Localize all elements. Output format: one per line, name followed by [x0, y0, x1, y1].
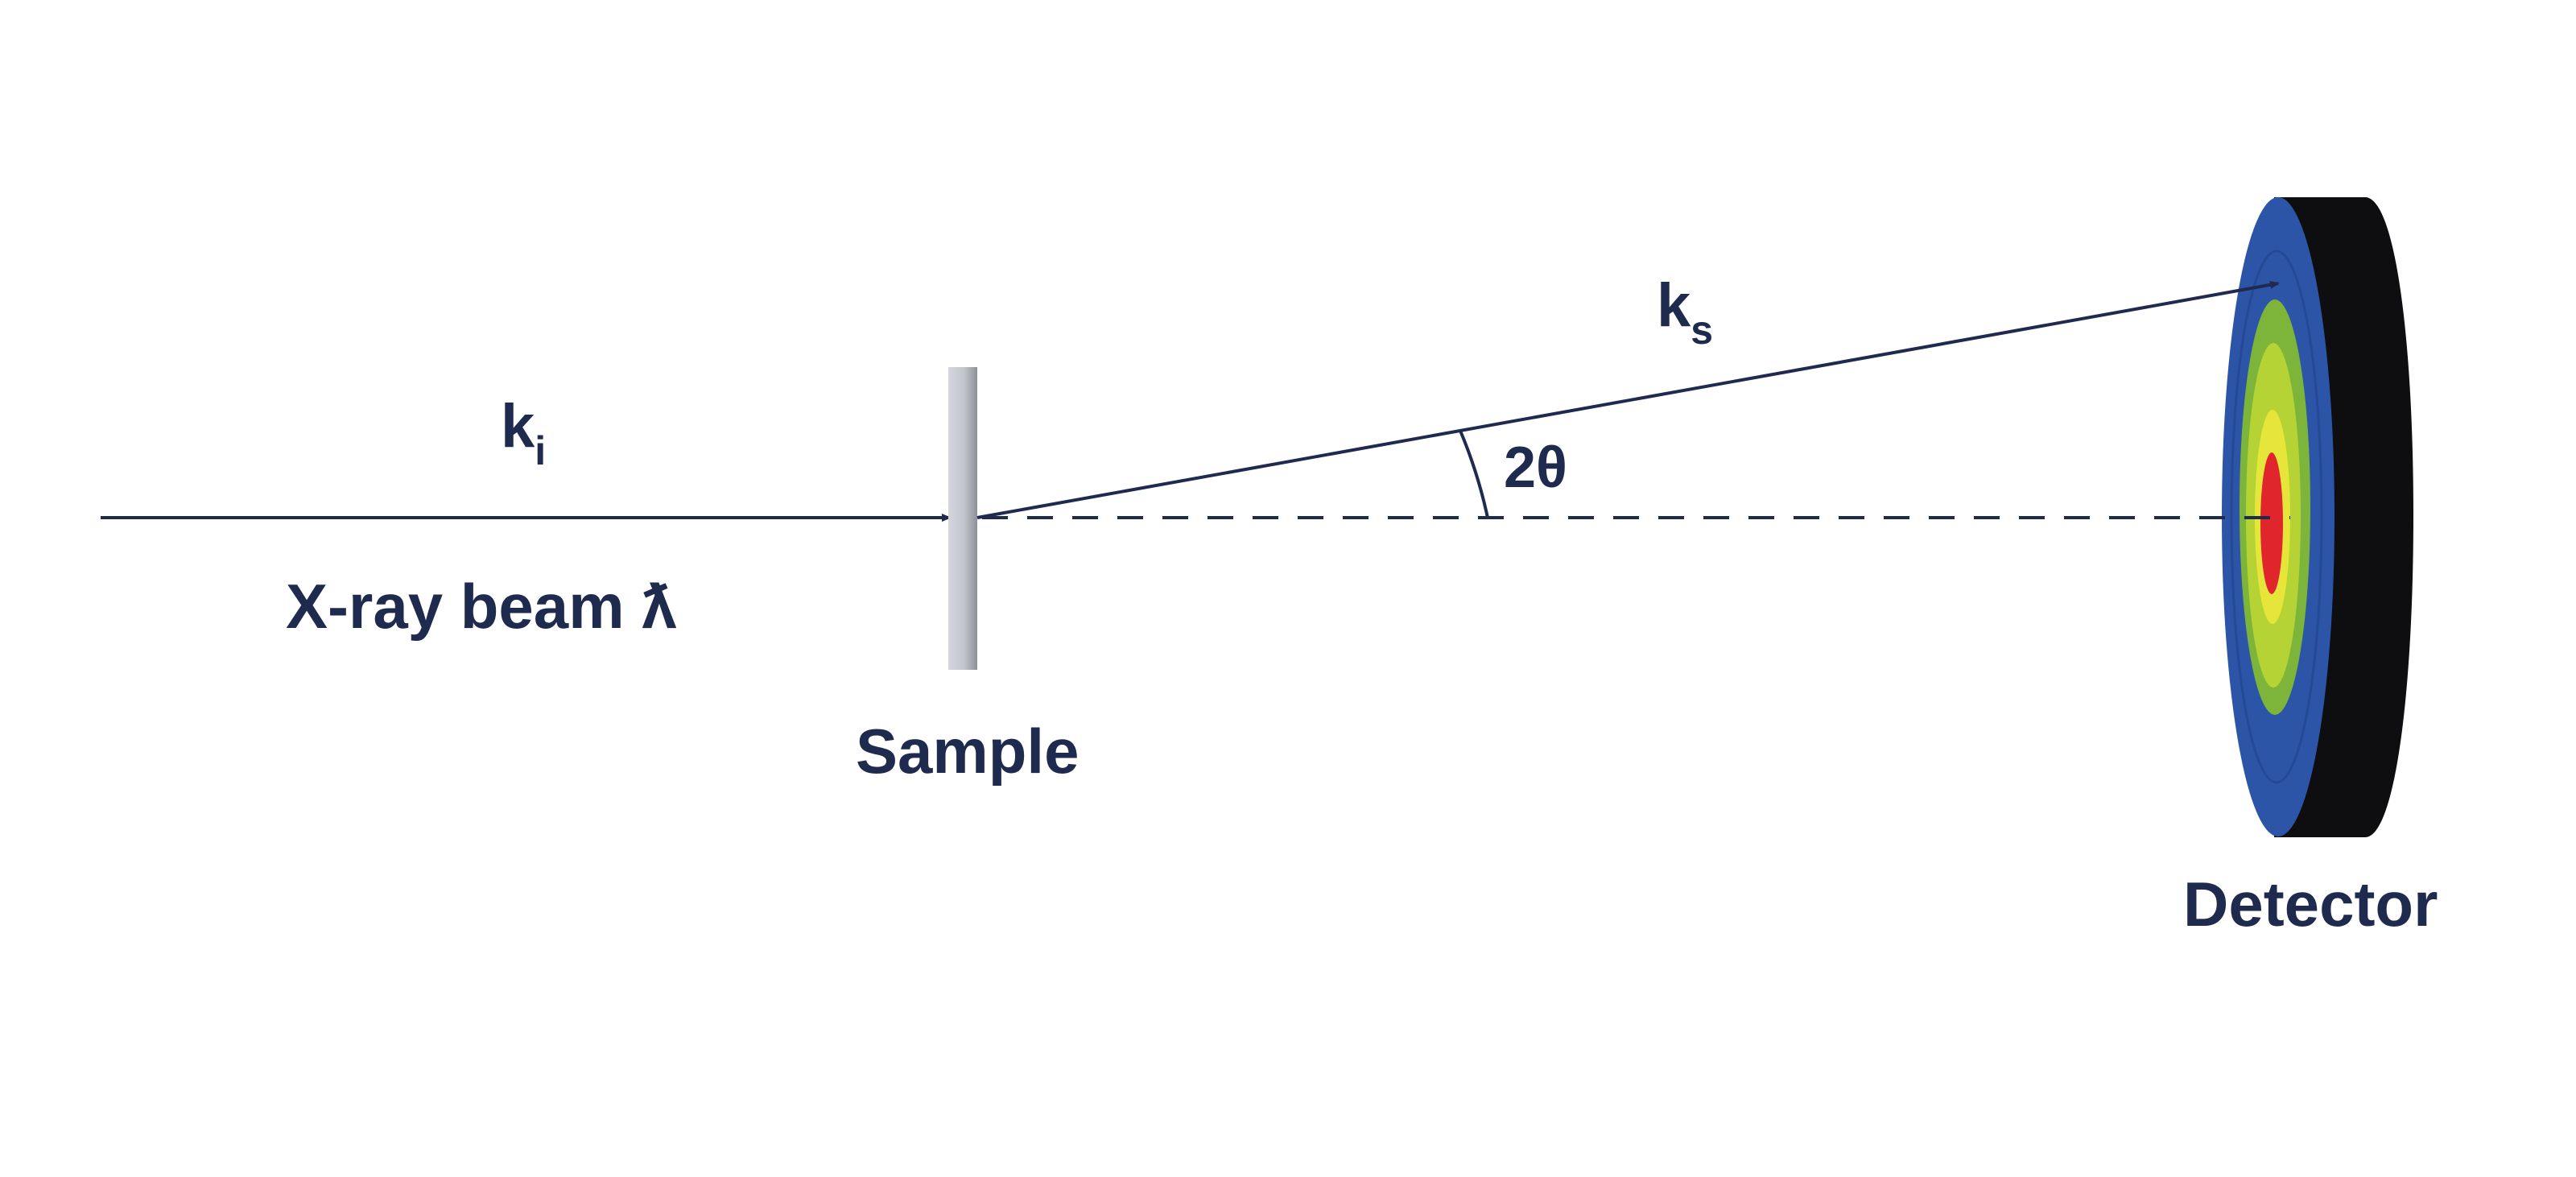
incident-subscript: i [535, 428, 546, 473]
beam-label: X-ray beam ƛ [286, 571, 677, 642]
detector [2222, 197, 2413, 837]
incident-wavevector-label: ki [501, 392, 546, 473]
scattered-beam-arrow [976, 280, 2280, 519]
angle-label: 2θ [1504, 436, 1567, 500]
detector-ring-blue-inner [2230, 250, 2323, 784]
scattered-wavevector-label: ks [1657, 271, 1713, 353]
detector-center-red [2260, 452, 2283, 594]
detector-back-edge [2318, 197, 2412, 836]
sample-plate [948, 367, 977, 670]
detector-label: Detector [2183, 869, 2438, 940]
scattering-angle-arc [1459, 430, 1489, 518]
sample-label: Sample [856, 716, 1079, 787]
scattered-subscript: s [1690, 308, 1713, 353]
